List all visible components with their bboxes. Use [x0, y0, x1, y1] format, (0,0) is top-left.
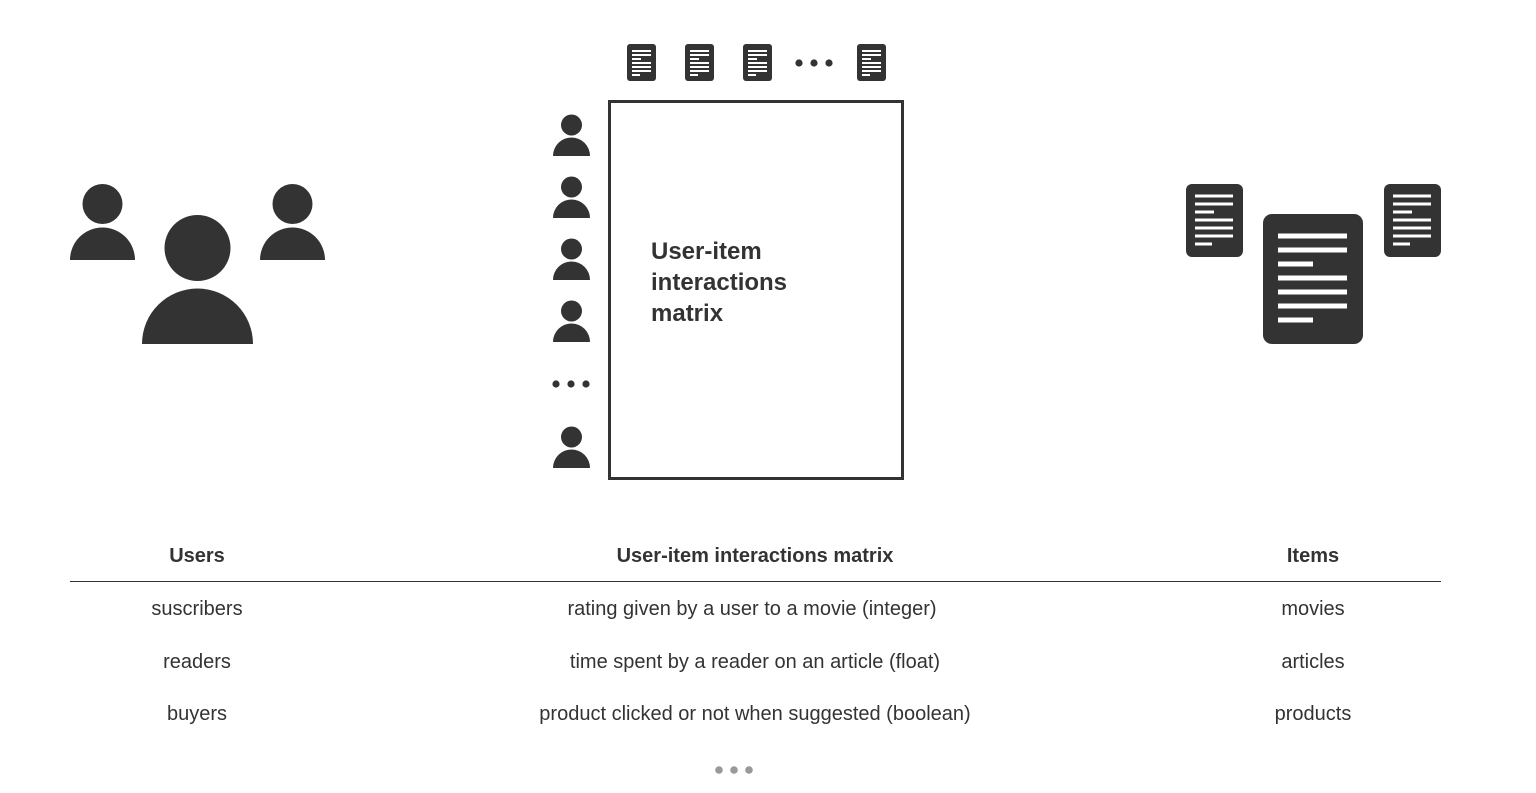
- ellipsis-icon: [552, 380, 590, 388]
- table-cell-matrix: time spent by a reader on an article (fl…: [569, 651, 941, 673]
- person-icon: [553, 176, 590, 218]
- table-cell-matrix: rating given by a user to a movie (integ…: [567, 598, 937, 620]
- document-icon: [857, 44, 886, 81]
- person-icon: [553, 300, 590, 342]
- document-icon: [1263, 214, 1363, 344]
- document-icon: [1384, 184, 1441, 257]
- document-icon: [627, 44, 656, 81]
- matrix-label: User-item interactions matrix: [651, 236, 851, 329]
- ellipsis-icon: [715, 766, 753, 774]
- matrix-label-line: User-item: [651, 238, 762, 265]
- ellipsis-icon: [795, 59, 833, 67]
- person-icon: [260, 184, 325, 260]
- table-cell-users: readers: [163, 651, 231, 673]
- person-icon: [142, 215, 253, 344]
- table-cell-items: movies: [1281, 598, 1345, 620]
- document-icon: [1186, 184, 1243, 257]
- column-header-matrix: User-item interactions matrix: [616, 545, 894, 567]
- header-divider: [70, 581, 1441, 582]
- document-icon: [743, 44, 772, 81]
- person-icon: [553, 114, 590, 156]
- matrix-label-line: interactions: [651, 269, 788, 296]
- matrix-label-line: matrix: [651, 300, 724, 327]
- table-cell-users: buyers: [166, 703, 228, 725]
- person-icon: [553, 238, 590, 280]
- person-icon: [70, 184, 135, 260]
- table-cell-users: suscribers: [151, 598, 243, 620]
- table-cell-matrix: product clicked or not when suggested (b…: [539, 703, 971, 725]
- person-icon: [553, 426, 590, 468]
- column-header-users: Users: [169, 545, 225, 567]
- column-header-items: Items: [1286, 545, 1340, 567]
- document-icon: [685, 44, 714, 81]
- table-cell-items: products: [1274, 703, 1352, 725]
- table-cell-items: articles: [1281, 651, 1345, 673]
- interactions-matrix: [608, 100, 904, 480]
